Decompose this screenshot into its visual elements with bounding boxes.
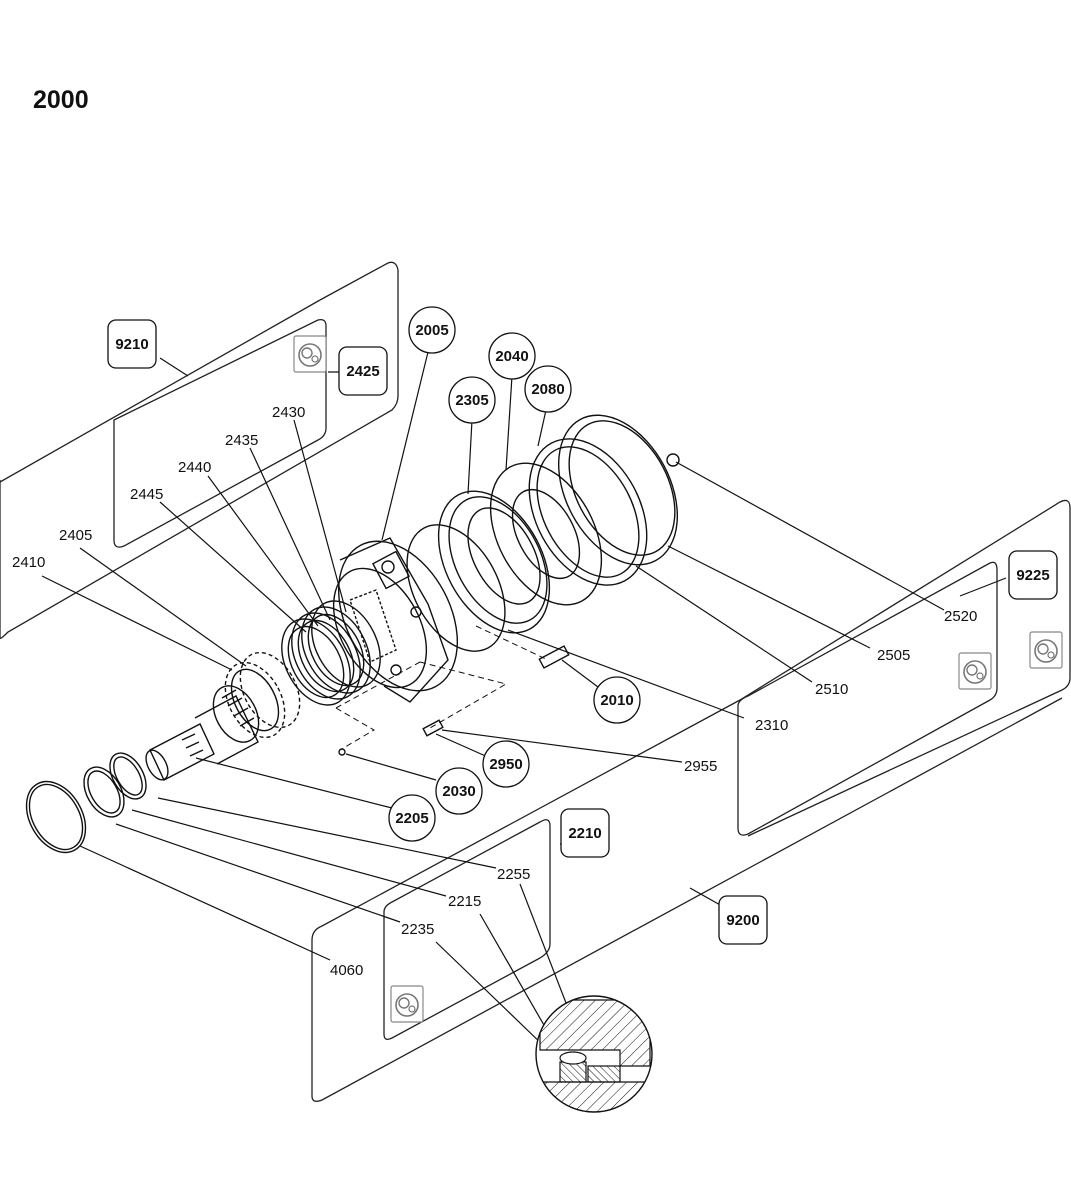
gear-ring-2405 xyxy=(224,651,301,739)
callout-2005-text: 2005 xyxy=(415,322,448,339)
callout-2950-text: 2950 xyxy=(489,756,522,773)
cover-ring-2505 xyxy=(557,414,679,566)
label-2410: 2410 xyxy=(12,554,45,571)
plug-2520 xyxy=(666,453,680,467)
label-2510: 2510 xyxy=(815,681,848,698)
shaft-2205 xyxy=(145,685,260,781)
label-2520: 2520 xyxy=(944,608,977,625)
housing-2005 xyxy=(332,537,459,703)
label-4060: 4060 xyxy=(330,962,363,979)
label-2440: 2440 xyxy=(178,459,211,476)
seal-2080 xyxy=(489,462,603,606)
label-2215: 2215 xyxy=(448,893,481,910)
callout-9210-text: 9210 xyxy=(115,336,148,353)
label-2505: 2505 xyxy=(877,647,910,664)
kit-panel-9225 xyxy=(737,499,1071,837)
callout-2010-text: 2010 xyxy=(600,692,633,709)
callout-2005[interactable]: 2005 xyxy=(408,306,456,354)
clutch-disc-pack xyxy=(281,600,381,706)
label-2955: 2955 xyxy=(684,758,717,775)
label-2310: 2310 xyxy=(755,717,788,734)
kit-icon xyxy=(390,985,424,1023)
callout-2425-text: 2425 xyxy=(346,363,379,380)
label-2405: 2405 xyxy=(59,527,92,544)
o-ring-2305 xyxy=(406,524,506,652)
spring-plate-2510 xyxy=(528,438,648,586)
piston-2040 xyxy=(437,490,551,634)
callout-2210[interactable]: 2210 xyxy=(560,808,610,858)
snap-rings xyxy=(83,752,147,818)
callout-9225[interactable]: 9225 xyxy=(1008,550,1058,600)
kit-icon xyxy=(958,652,992,690)
kit-panel-9200 xyxy=(311,697,1063,1102)
screw-2010 xyxy=(538,645,570,669)
callout-9225-text: 9225 xyxy=(1016,567,1049,584)
callout-2040[interactable]: 2040 xyxy=(488,332,536,380)
ball-2030 xyxy=(338,748,346,756)
screw-2950 xyxy=(422,719,444,737)
callout-2010[interactable]: 2010 xyxy=(593,676,641,724)
callout-2950[interactable]: 2950 xyxy=(482,740,530,788)
kit-icon xyxy=(293,335,327,373)
label-2430: 2430 xyxy=(272,404,305,421)
callout-2205[interactable]: 2205 xyxy=(388,794,436,842)
callout-2210-text: 2210 xyxy=(568,825,601,842)
label-2435: 2435 xyxy=(225,432,258,449)
label-2445: 2445 xyxy=(130,486,163,503)
kit-panel-9210 xyxy=(0,261,399,640)
o-ring-4060 xyxy=(25,780,87,854)
callout-2040-text: 2040 xyxy=(495,348,528,365)
label-2235: 2235 xyxy=(401,921,434,938)
label-2255: 2255 xyxy=(497,866,530,883)
callout-2425[interactable]: 2425 xyxy=(338,346,388,396)
callout-9200-text: 9200 xyxy=(726,912,759,929)
leader-lines xyxy=(41,351,1007,1049)
callout-2305-text: 2305 xyxy=(455,392,488,409)
callout-2205-text: 2205 xyxy=(395,810,428,827)
kit-icon xyxy=(1029,631,1063,669)
page-title: 2000 xyxy=(33,86,89,114)
seal-detail-view xyxy=(535,995,653,1113)
callout-2305[interactable]: 2305 xyxy=(448,376,496,424)
callout-2080-text: 2080 xyxy=(531,381,564,398)
callout-2080[interactable]: 2080 xyxy=(524,365,572,413)
callout-9200[interactable]: 9200 xyxy=(718,895,768,945)
callout-2030[interactable]: 2030 xyxy=(435,767,483,815)
callout-2030-text: 2030 xyxy=(442,783,475,800)
callout-9210[interactable]: 9210 xyxy=(107,319,157,369)
